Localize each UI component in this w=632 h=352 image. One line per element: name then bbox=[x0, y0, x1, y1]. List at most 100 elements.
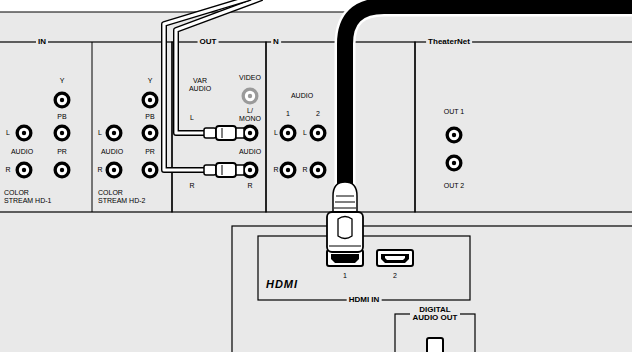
label-text: HDMI bbox=[266, 278, 298, 290]
jack-ring bbox=[242, 88, 259, 105]
rca-jack bbox=[142, 125, 159, 142]
jack-face bbox=[109, 128, 119, 138]
jack-label: OUT 2 bbox=[444, 182, 465, 190]
jack-pin bbox=[452, 133, 456, 137]
jack-pin bbox=[60, 98, 64, 102]
section-frames bbox=[0, 42, 632, 352]
jack-label: 2 bbox=[393, 272, 397, 280]
jack-label: 2 bbox=[316, 110, 320, 118]
jack-ring bbox=[54, 92, 71, 109]
plug-boot bbox=[204, 165, 216, 175]
label-text: PB bbox=[145, 113, 154, 120]
jack-label: PB bbox=[145, 113, 154, 121]
rca-jack bbox=[142, 92, 159, 109]
jack-label: L/ MONO bbox=[238, 107, 262, 122]
jack-label: PR bbox=[57, 148, 67, 156]
jack-face bbox=[109, 165, 119, 175]
label-text: R bbox=[97, 166, 102, 173]
rca-jack bbox=[310, 125, 327, 142]
label-text: PR bbox=[57, 148, 67, 155]
label-text: 2 bbox=[316, 110, 320, 117]
section-heading: N bbox=[271, 38, 281, 46]
frame-outline bbox=[172, 42, 266, 212]
jack-face bbox=[245, 165, 255, 175]
jack-face bbox=[245, 91, 255, 101]
jack-face bbox=[57, 95, 67, 105]
label-text: L bbox=[303, 129, 307, 136]
jack-ring bbox=[16, 125, 33, 142]
jack-face bbox=[145, 128, 155, 138]
jack-label: COLOR STREAM HD-2 bbox=[98, 189, 150, 204]
plug-body bbox=[216, 126, 236, 140]
plug-rib bbox=[222, 165, 223, 175]
hdmi-socket bbox=[331, 254, 359, 263]
rca-jack bbox=[310, 162, 327, 179]
label-text: Y bbox=[148, 77, 153, 84]
jack-label: VAR AUDIO bbox=[183, 77, 217, 92]
rca-jack bbox=[54, 162, 71, 179]
jack-face bbox=[283, 165, 293, 175]
rca-jack bbox=[16, 125, 33, 142]
jack-label: 1 bbox=[343, 272, 347, 280]
label-text: L/ MONO bbox=[239, 107, 261, 122]
frame-outline bbox=[0, 42, 172, 212]
jack-pin bbox=[452, 161, 456, 165]
label-text: R bbox=[247, 182, 252, 189]
rca-jack bbox=[446, 127, 463, 144]
jack-label: Y bbox=[148, 77, 153, 85]
jack-face bbox=[19, 128, 29, 138]
plug-body bbox=[216, 163, 236, 177]
jack-pin bbox=[148, 131, 152, 135]
section-frame: N bbox=[266, 42, 415, 212]
plug-rib bbox=[222, 128, 223, 138]
plug-grip bbox=[338, 217, 352, 239]
jack-pin bbox=[22, 131, 26, 135]
section-heading: OUT bbox=[198, 38, 219, 46]
jack-ring bbox=[310, 162, 327, 179]
heading-text: N bbox=[273, 37, 279, 46]
plug-rib bbox=[335, 202, 355, 203]
label-text: VIDEO bbox=[239, 74, 261, 81]
label-text: AUDIO bbox=[101, 148, 123, 155]
frame-outline bbox=[415, 42, 632, 212]
hdmi-board bbox=[232, 226, 632, 352]
jack-label: L bbox=[98, 129, 102, 137]
jack-pin bbox=[248, 131, 252, 135]
jack-face bbox=[449, 130, 459, 140]
jack-face bbox=[283, 128, 293, 138]
rca-jack bbox=[54, 125, 71, 142]
jack-label: COLOR STREAM HD-1 bbox=[4, 189, 56, 204]
jack-label: L bbox=[274, 129, 278, 137]
label-text: Y bbox=[60, 77, 65, 84]
column-divider bbox=[92, 42, 93, 212]
jack-pin bbox=[60, 131, 64, 135]
section-heading: HDMI IN bbox=[347, 296, 382, 304]
label-text: L bbox=[274, 129, 278, 136]
jack-face bbox=[57, 128, 67, 138]
jack-pin bbox=[248, 94, 252, 98]
jack-ring bbox=[142, 125, 159, 142]
jack-label: AUDIO bbox=[239, 148, 261, 156]
section-heading: IN bbox=[36, 38, 48, 46]
section-frame: IN bbox=[0, 42, 172, 212]
jack-face bbox=[313, 165, 323, 175]
jack-face bbox=[19, 165, 29, 175]
rca-plug bbox=[204, 163, 244, 177]
jack-label: VIDEO bbox=[239, 74, 261, 82]
wire bbox=[164, 0, 250, 170]
jack-label: AUDIO bbox=[291, 92, 313, 100]
heading-text: IN bbox=[38, 37, 46, 46]
rca-jack bbox=[242, 88, 259, 105]
jack-ring bbox=[54, 125, 71, 142]
label-text: VAR AUDIO bbox=[189, 77, 211, 92]
label-text: R bbox=[302, 166, 307, 173]
jack-label: R bbox=[273, 166, 278, 174]
jack-ring bbox=[54, 162, 71, 179]
rca-plug bbox=[204, 126, 244, 140]
jack-ring bbox=[16, 162, 33, 179]
jack-pin bbox=[248, 168, 252, 172]
rca-cable bbox=[164, 0, 262, 170]
plug-boot bbox=[204, 128, 216, 138]
jack-label: R bbox=[302, 166, 307, 174]
jack-label: R bbox=[97, 166, 102, 174]
